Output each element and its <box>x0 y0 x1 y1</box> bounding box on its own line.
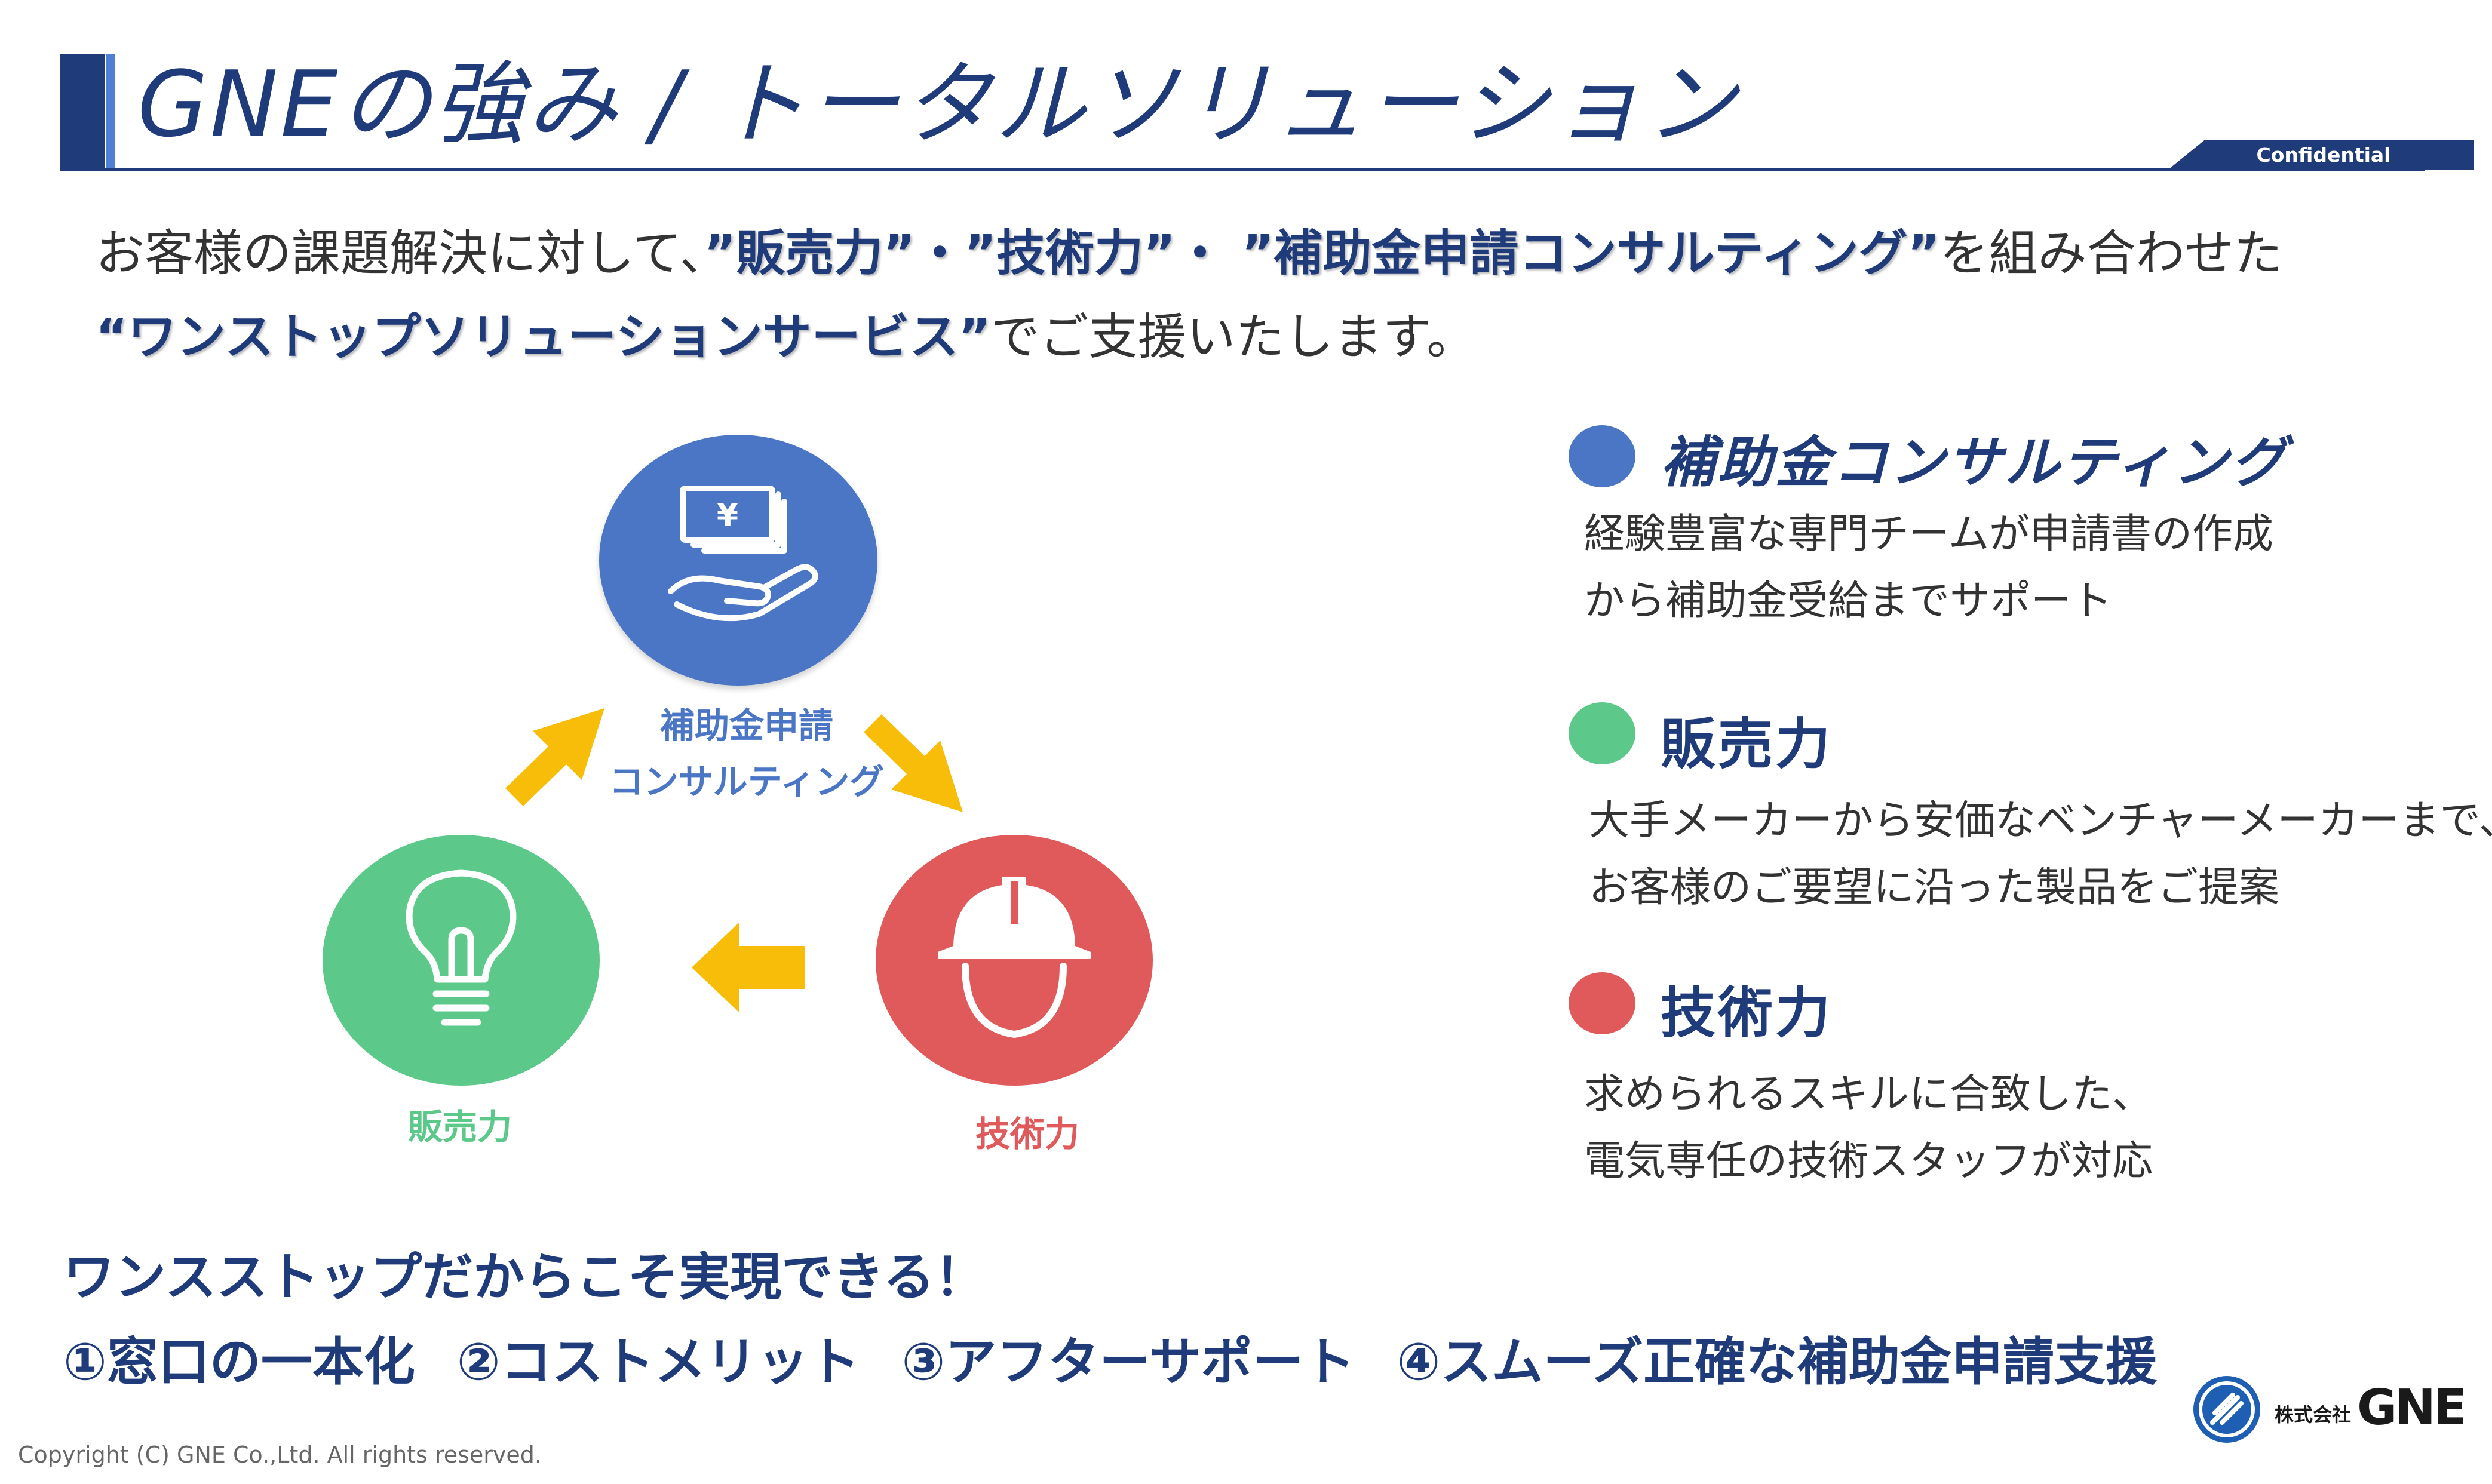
tech-legend-line-1: 求められるスキルに合致した、 <box>1584 1071 2153 1118</box>
page-title: GNEの強み / トータルソリューション <box>137 51 1739 157</box>
intro-emphasis-services: ”販売力”・”技術力”・ ”補助金申請コンサルティング” <box>704 225 1940 282</box>
confidential-label: Confidential <box>2256 143 2391 167</box>
tech-legend-title: 技術力 <box>1661 981 1833 1045</box>
intro-suffix-2: でご支援いたします。 <box>990 309 1476 365</box>
money-hand-icon: ¥ <box>668 486 818 622</box>
sales-label: 販売力 <box>407 1107 512 1147</box>
intro-suffix: を組み合わせた <box>1939 225 2283 282</box>
intro-prefix: お客様の課題解決に対して、 <box>96 225 704 282</box>
sales-legend-line-2: お客様のご要望に沿った製品をご提案 <box>1589 864 2280 911</box>
tech-legend-line-2: 電気専任の技術スタッフが対応 <box>1584 1138 2153 1185</box>
currency-symbol: ¥ <box>717 497 738 533</box>
intro-emphasis-one-stop: “ワンストップソリューションサービス” <box>96 309 991 365</box>
one-stop-headline: ワンスストップだからこそ実現できる！ <box>63 1248 986 1307</box>
intro-line-1: お客様の課題解決に対して、”販売力”・”技術力”・ ”補助金申請コンサルティング… <box>96 218 2282 290</box>
sales-power-circle <box>323 835 600 1086</box>
light-bulb-icon <box>406 869 517 1026</box>
sales-legend-line-1: 大手メーカーから安価なベンチャーメーカーまで、 <box>1589 797 2492 844</box>
subsidy-consulting-circle: ¥ <box>599 435 877 686</box>
tech-legend-dot <box>1569 972 1635 1034</box>
subsidy-label-line-2: コンサルティング <box>609 761 885 802</box>
benefits-list: ①窓口の一本化 ②コストメリット ③アフターサポート ④スムーズ正確な補助金申請… <box>63 1332 2158 1392</box>
copyright-notice: Copyright (C) GNE Co.,Ltd. All rights re… <box>18 1442 542 1468</box>
subsidy-label-line-1: 補助金申請 <box>659 705 833 746</box>
sales-legend-dot <box>1569 702 1635 764</box>
sales-legend-title: 販売力 <box>1661 712 1833 776</box>
arrow-tech-to-sales <box>692 922 805 1013</box>
tech-label: 技術力 <box>975 1114 1079 1154</box>
confidential-tab <box>2168 140 2474 170</box>
company-logo-icon <box>2193 1376 2260 1443</box>
subsidy-legend-line-1: 経験豊富な専門チームが申請書の作成 <box>1584 511 2273 558</box>
technical-power-circle <box>876 835 1153 1086</box>
intro-line-2: “ワンストップソリューションサービス”でご支援いたします。 <box>96 302 1475 373</box>
subsidy-legend-line-2: から補助金受給までサポート <box>1584 577 2113 625</box>
subsidy-legend-title: 補助金コンサルティング <box>1661 431 2288 494</box>
company-prefix: 株式会社 <box>2275 1403 2352 1426</box>
title-accent-stripe <box>106 54 115 170</box>
subsidy-legend-dot <box>1569 425 1635 487</box>
company-wordmark: GNE <box>2357 1379 2467 1436</box>
header-divider <box>60 168 2425 171</box>
arrow-sales-to-subsidy <box>505 708 604 806</box>
hard-hat-icon <box>938 877 1091 1039</box>
